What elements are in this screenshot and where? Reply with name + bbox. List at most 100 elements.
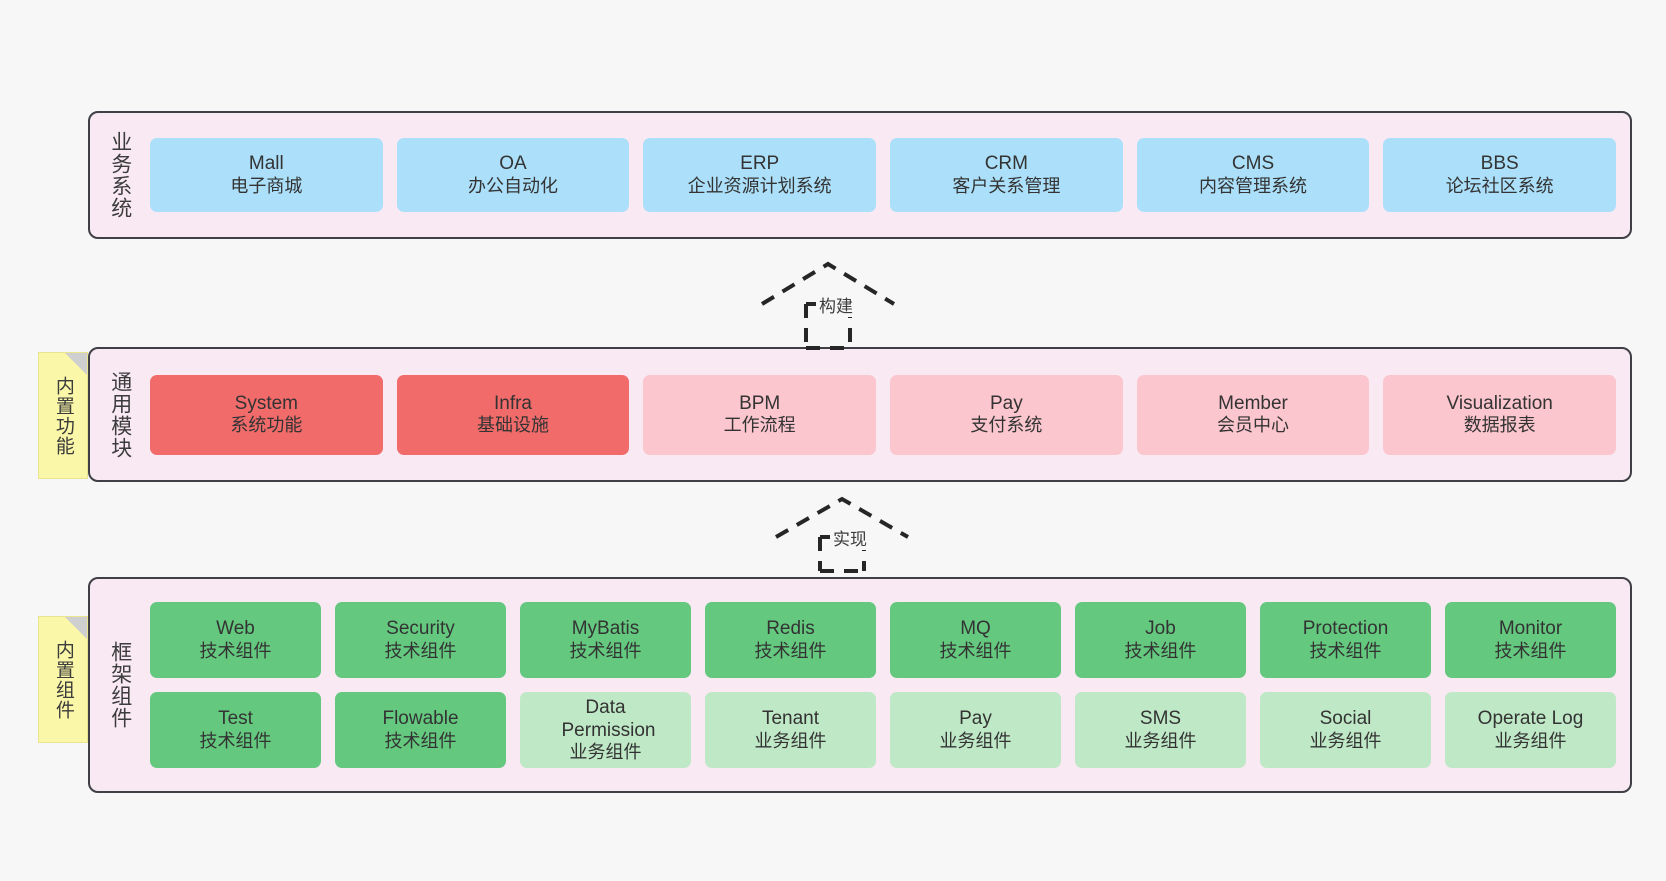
layer-framework-components-title: 框架组件 xyxy=(108,641,132,729)
cell-test[interactable]: Test 技术组件 xyxy=(150,692,321,768)
cell-erp-desc: 企业资源计划系统 xyxy=(687,175,832,196)
cell-redis-name: Redis xyxy=(766,618,815,640)
layer-common-modules: 通用模块 System 系统功能 Infra 基础设施 BPM 工作流程 Pay… xyxy=(88,347,1632,482)
cell-operate-log-desc: 业务组件 xyxy=(1494,730,1567,751)
cell-security[interactable]: Security 技术组件 xyxy=(335,602,506,678)
connector-implement: 实现 xyxy=(772,495,912,573)
cell-mall-name: Mall xyxy=(248,153,284,175)
cell-operate-log[interactable]: Operate Log 业务组件 xyxy=(1445,692,1616,768)
cell-monitor-desc: 技术组件 xyxy=(1494,640,1567,661)
cell-member-name: Member xyxy=(1218,392,1288,414)
cell-social[interactable]: Social 业务组件 xyxy=(1260,692,1431,768)
cell-flowable-name: Flowable xyxy=(382,708,459,730)
cell-web-name: Web xyxy=(216,618,255,640)
cell-bpm-name: BPM xyxy=(739,392,781,414)
cell-mybatis-name: MyBatis xyxy=(571,618,640,640)
cell-pay-component[interactable]: Pay 业务组件 xyxy=(890,692,1061,768)
cell-web-desc: 技术组件 xyxy=(199,640,272,661)
cell-bbs-name: BBS xyxy=(1480,153,1519,175)
cell-mq-name: MQ xyxy=(960,618,991,640)
cell-pay-component-desc: 业务组件 xyxy=(939,730,1012,751)
cell-infra-name: Infra xyxy=(493,392,533,414)
cell-job-name: Job xyxy=(1145,618,1176,640)
cell-member[interactable]: Member 会员中心 xyxy=(1136,374,1370,455)
cell-oa-desc: 办公自动化 xyxy=(468,175,558,196)
framework-tech-row: Web 技术组件 Security 技术组件 MyBatis 技术组件 Redi… xyxy=(150,602,1616,678)
layer-common-modules-title: 通用模块 xyxy=(108,370,132,459)
cell-sms[interactable]: SMS 业务组件 xyxy=(1075,692,1246,768)
cell-bbs[interactable]: BBS 论坛社区系统 xyxy=(1383,138,1617,212)
cell-social-name: Social xyxy=(1319,708,1372,730)
cell-flowable[interactable]: Flowable 技术组件 xyxy=(335,692,506,768)
cell-bpm[interactable]: BPM 工作流程 xyxy=(643,374,877,455)
cell-visualization[interactable]: Visualization 数据报表 xyxy=(1383,374,1617,455)
cell-test-desc: 技术组件 xyxy=(199,730,272,751)
cell-system[interactable]: System 系统功能 xyxy=(150,374,383,455)
cell-visualization-name: Visualization xyxy=(1446,392,1553,414)
cell-flowable-desc: 技术组件 xyxy=(384,730,457,751)
cell-mybatis[interactable]: MyBatis 技术组件 xyxy=(520,602,691,678)
note-builtin-features-label: 内置功能 xyxy=(52,375,74,456)
cell-sms-name: SMS xyxy=(1139,708,1182,730)
layer-business-systems: 业务系统 Mall 电子商城 OA 办公自动化 ERP 企业资源计划系统 CRM… xyxy=(88,111,1632,239)
cell-redis-desc: 技术组件 xyxy=(754,640,827,661)
cell-mybatis-desc: 技术组件 xyxy=(569,640,642,661)
cell-test-name: Test xyxy=(218,708,253,730)
cell-pay-component-name: Pay xyxy=(959,708,992,730)
layer-framework-components: 框架组件 Web 技术组件 Security 技术组件 MyBatis 技术组件… xyxy=(88,577,1632,793)
cell-protection-desc: 技术组件 xyxy=(1309,640,1382,661)
cell-system-name: System xyxy=(234,392,299,414)
cell-cms-desc: 内容管理系统 xyxy=(1199,175,1308,196)
cell-crm-name: CRM xyxy=(984,153,1028,175)
cell-monitor[interactable]: Monitor 技术组件 xyxy=(1445,602,1616,678)
cell-social-desc: 业务组件 xyxy=(1309,730,1382,751)
cell-job-desc: 技术组件 xyxy=(1124,640,1197,661)
cell-protection[interactable]: Protection 技术组件 xyxy=(1260,602,1431,678)
cell-oa-name: OA xyxy=(499,153,527,175)
cell-tenant-name: Tenant xyxy=(761,708,820,730)
cell-pay-module[interactable]: Pay 支付系统 xyxy=(890,374,1123,455)
cell-security-desc: 技术组件 xyxy=(384,640,457,661)
framework-business-row: Test 技术组件 Flowable 技术组件 Data Permission … xyxy=(150,692,1616,768)
layer-business-systems-body: Mall 电子商城 OA 办公自动化 ERP 企业资源计划系统 CRM 客户关系… xyxy=(144,138,1630,212)
cell-job[interactable]: Job 技术组件 xyxy=(1075,602,1246,678)
connector-build-label: 构建 xyxy=(816,292,856,317)
note-builtin-components: 内置组件 xyxy=(38,616,88,743)
cell-infra[interactable]: Infra 基础设施 xyxy=(396,374,630,455)
cell-data-permission-name: Data Permission xyxy=(561,696,656,742)
layer-common-modules-body: System 系统功能 Infra 基础设施 BPM 工作流程 Pay 支付系统… xyxy=(144,374,1630,455)
cell-monitor-name: Monitor xyxy=(1498,618,1563,640)
cell-erp-name: ERP xyxy=(740,153,780,175)
cell-data-permission-desc: 业务组件 xyxy=(569,742,642,763)
cell-data-permission[interactable]: Data Permission 业务组件 xyxy=(520,692,691,768)
note-fold-corner-icon xyxy=(65,353,87,375)
connector-build: 构建 xyxy=(758,258,898,350)
cell-cms[interactable]: CMS 内容管理系统 xyxy=(1136,138,1370,212)
cell-operate-log-name: Operate Log xyxy=(1477,708,1584,730)
note-builtin-components-label: 内置组件 xyxy=(52,639,74,720)
cell-visualization-desc: 数据报表 xyxy=(1463,415,1536,436)
cell-member-desc: 会员中心 xyxy=(1217,415,1290,436)
cell-tenant[interactable]: Tenant 业务组件 xyxy=(705,692,876,768)
cell-pay-module-name: Pay xyxy=(989,392,1023,414)
cell-erp[interactable]: ERP 企业资源计划系统 xyxy=(643,138,877,212)
cell-redis[interactable]: Redis 技术组件 xyxy=(705,602,876,678)
cell-web[interactable]: Web 技术组件 xyxy=(150,602,321,678)
note-builtin-features: 内置功能 xyxy=(38,352,88,479)
cell-bpm-desc: 工作流程 xyxy=(723,415,796,436)
connector-implement-label: 实现 xyxy=(830,525,870,550)
layer-business-systems-title: 业务系统 xyxy=(108,131,132,219)
cell-mall[interactable]: Mall 电子商城 xyxy=(150,138,383,212)
cell-pay-module-desc: 支付系统 xyxy=(970,415,1043,436)
cell-infra-desc: 基础设施 xyxy=(477,415,549,436)
cell-tenant-desc: 业务组件 xyxy=(754,730,827,751)
cell-cms-name: CMS xyxy=(1231,153,1275,175)
cell-security-name: Security xyxy=(386,618,455,640)
cell-crm-desc: 客户关系管理 xyxy=(952,175,1061,196)
cell-oa[interactable]: OA 办公自动化 xyxy=(396,138,630,212)
cell-crm[interactable]: CRM 客户关系管理 xyxy=(890,138,1123,212)
common-modules-row: System 系统功能 Infra 基础设施 BPM 工作流程 Pay 支付系统… xyxy=(150,374,1617,455)
cell-mq[interactable]: MQ 技术组件 xyxy=(890,602,1061,678)
business-systems-row: Mall 电子商城 OA 办公自动化 ERP 企业资源计划系统 CRM 客户关系… xyxy=(150,138,1617,212)
